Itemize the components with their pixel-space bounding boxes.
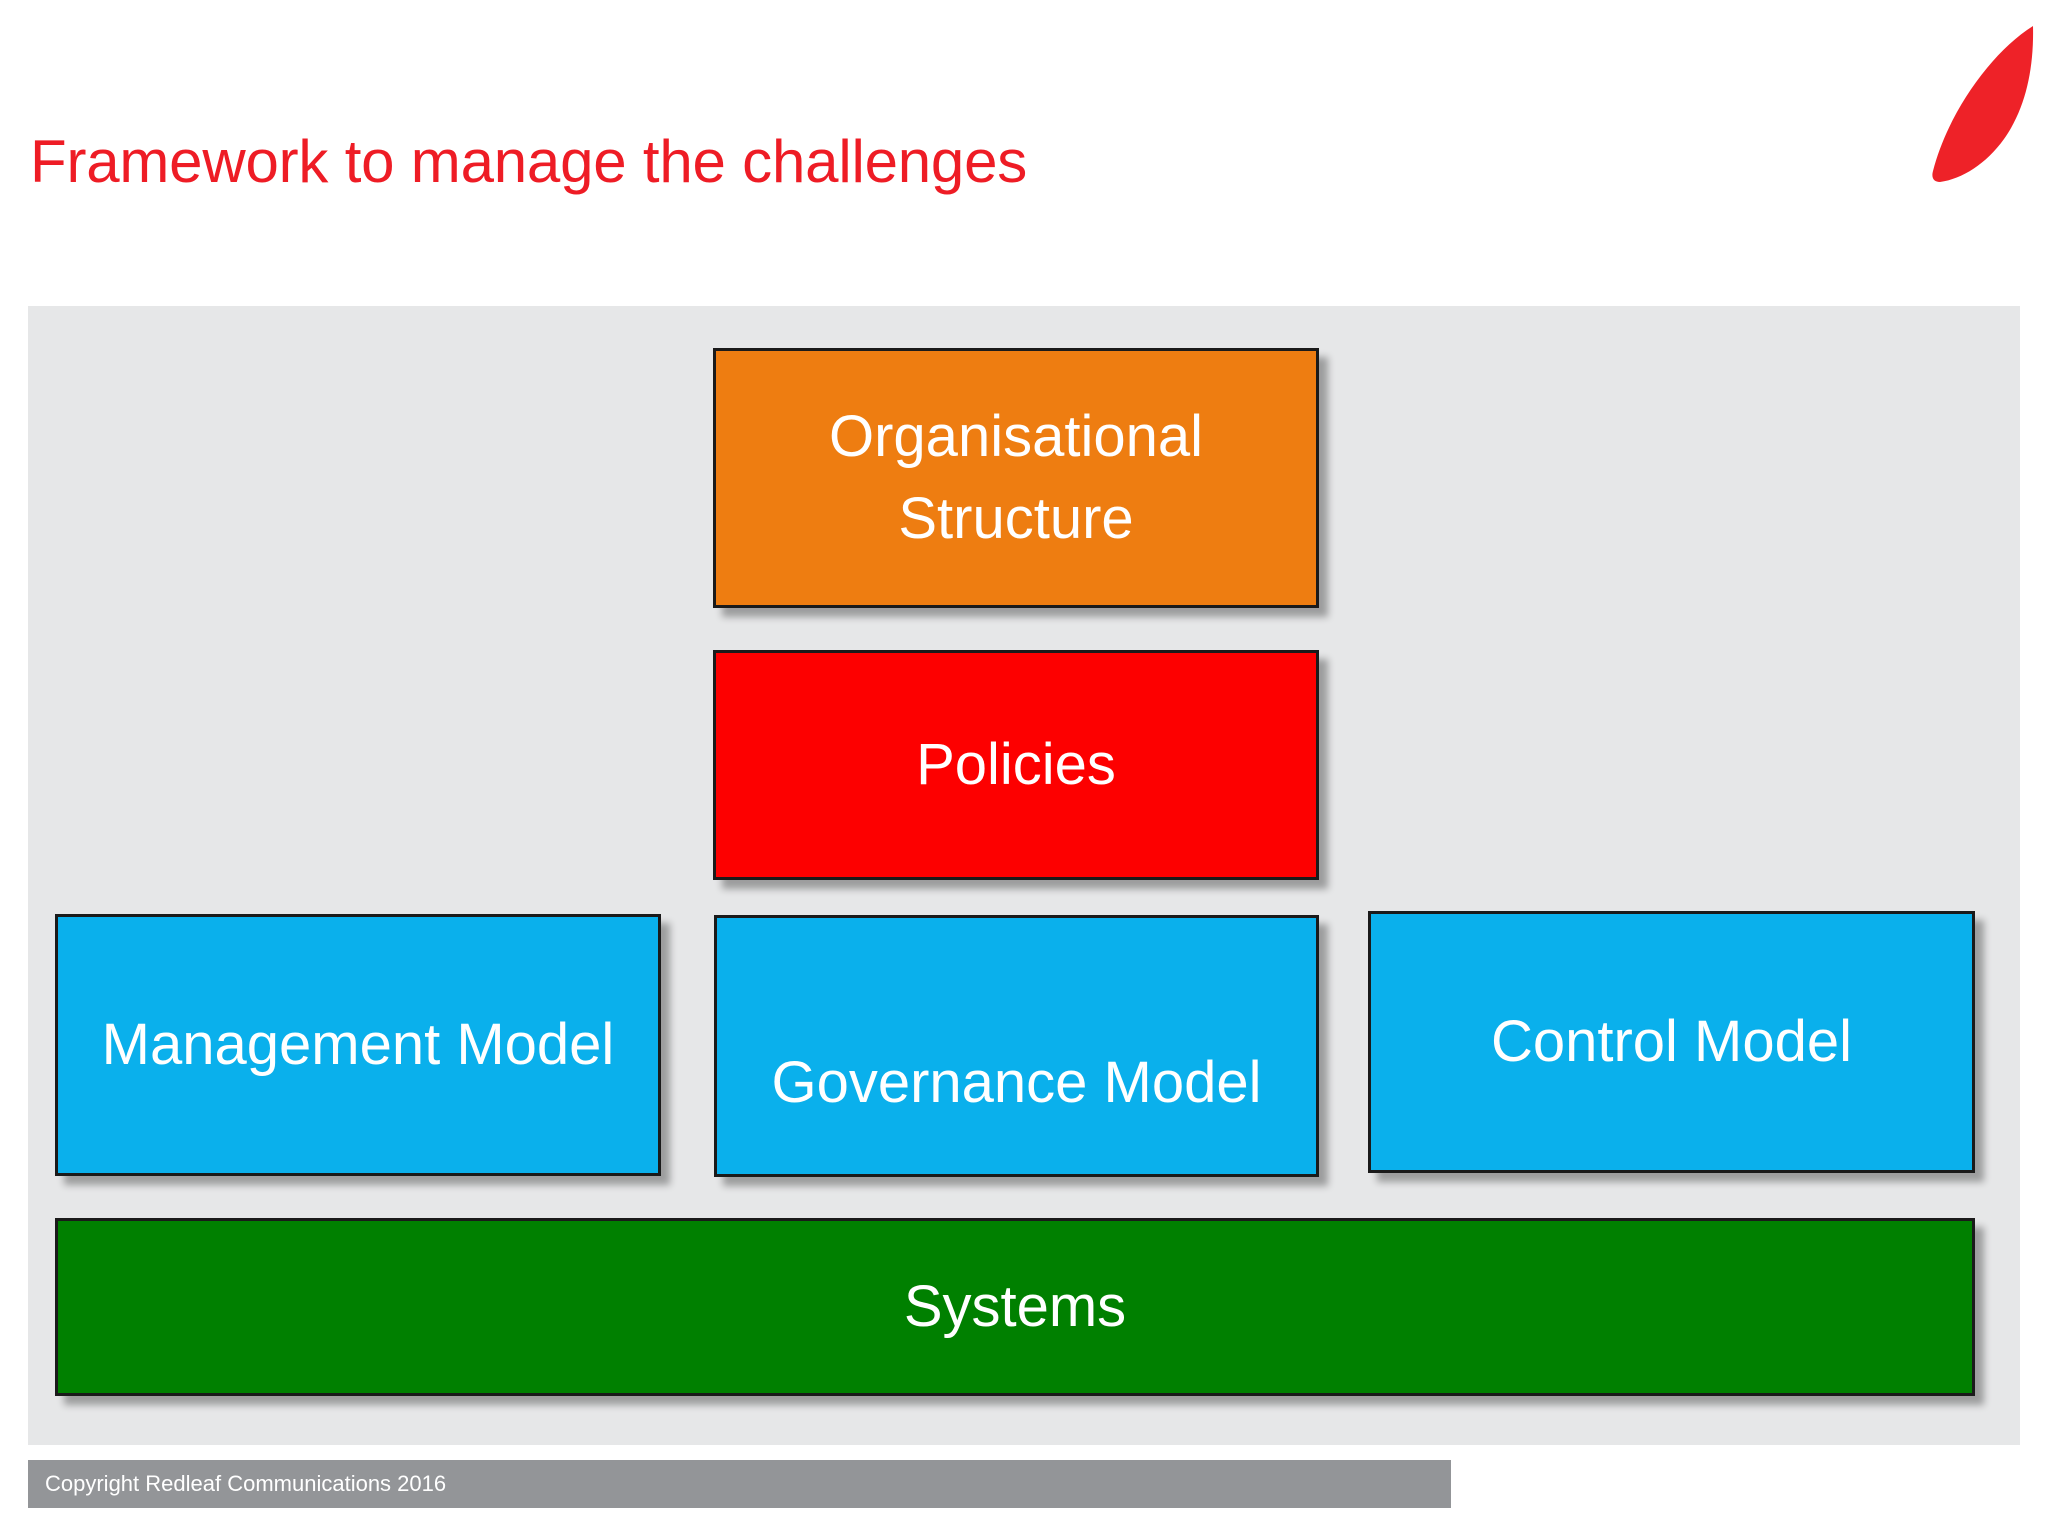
block-label: Control Model (1490, 1009, 1853, 1074)
footer-bar: Copyright Redleaf Communications 2016 (28, 1460, 1451, 1508)
block-control-model[interactable]: Control Model (1368, 911, 1975, 1173)
block-organisational-structure[interactable]: Organisational Structure (713, 348, 1319, 608)
block-management-model[interactable]: Management Model (55, 914, 661, 1176)
block-governance-model[interactable]: Governance Model (714, 915, 1319, 1177)
copyright-text: Copyright Redleaf Communications 2016 (45, 1471, 447, 1496)
leaf-logo-icon (1930, 24, 2040, 184)
block-label: Organisational Structure (829, 404, 1203, 551)
page-title: Framework to manage the challenges (30, 128, 1028, 195)
block-label: Systems (903, 1274, 1127, 1339)
block-systems[interactable]: Systems (55, 1218, 1975, 1396)
block-policies[interactable]: Policies (713, 650, 1319, 880)
framework-diagram-panel: Organisational Structure Policies Manage… (28, 306, 2020, 1445)
block-label: Management Model (101, 1012, 615, 1077)
block-label: Policies (916, 732, 1116, 797)
block-label: Governance Model (771, 1050, 1262, 1115)
